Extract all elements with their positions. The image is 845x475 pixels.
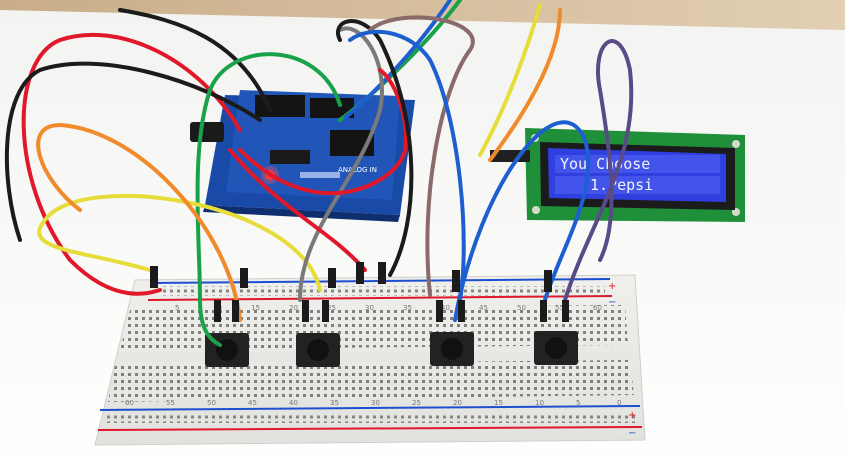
breadboard-bottom-number: 35 — [330, 399, 339, 407]
breadboard-bottom-number: 25 — [412, 399, 421, 407]
wire-blue-2 — [453, 120, 591, 322]
breadboard-bottom-number: 40 — [289, 399, 298, 407]
breadboard-bottom-number: 45 — [248, 399, 257, 407]
breadboard-bottom-number: 50 — [207, 399, 216, 407]
push-button-2 — [296, 333, 340, 367]
wire-red-3 — [228, 148, 367, 272]
usb-port — [190, 122, 224, 142]
jumper-wires — [4, 0, 634, 347]
wire-gray — [298, 26, 384, 302]
breadboard-top-number: 25 — [327, 304, 336, 312]
breadboard-top-number: 15 — [251, 304, 260, 312]
breadboard-top-number: 60 — [593, 304, 602, 312]
lcd-line-2: 1.Pepsi — [590, 176, 653, 194]
wire-black-2 — [118, 8, 272, 112]
breadboard-bottom-number: 5 — [576, 399, 580, 407]
push-button-4 — [534, 331, 578, 365]
breadboard-top-number: 55 — [555, 304, 564, 312]
wire-blue-ribbon — [343, 0, 452, 120]
breadboard-bottom-number: 55 — [166, 399, 175, 407]
breadboard-top-number: 50 — [517, 304, 526, 312]
wire-black — [4, 61, 262, 242]
wire-red-2 — [238, 68, 408, 196]
wire-yellow — [37, 194, 322, 292]
rail-minus-bottom: − — [628, 428, 636, 439]
breadboard-bottom-number: 30 — [371, 399, 380, 407]
breadboard-bottom-number: 0 — [617, 399, 621, 407]
wire-purple — [563, 39, 634, 302]
rail-plus-top: + — [608, 281, 616, 292]
breadboard-top-number: 5 — [175, 304, 179, 312]
lcd-line-1: You Choose — [560, 155, 650, 173]
wire-black-3 — [336, 19, 414, 277]
wire-blue — [348, 29, 466, 302]
push-button-3 — [430, 332, 474, 366]
wire-green — [195, 52, 342, 347]
lcd-screen — [548, 148, 726, 202]
breadboard-bottom-number: 10 — [535, 399, 544, 407]
wire-pins — [150, 262, 569, 322]
shield-label: ANALOG IN — [338, 166, 377, 174]
breadboard-bottom-number: 20 — [453, 399, 462, 407]
wire-orange-2 — [488, 8, 562, 162]
breadboard-top-number: 35 — [403, 304, 412, 312]
breadboard-top-number: 30 — [365, 304, 374, 312]
breadboard-top-number: 45 — [479, 304, 488, 312]
breadboard-bottom-number: 60 — [125, 399, 134, 407]
lcd-module: You Choose 1.Pepsi — [490, 128, 745, 222]
wire-orange — [36, 122, 242, 322]
breadboard-top-number: 40 — [441, 304, 450, 312]
wire-red — [21, 32, 242, 296]
rail-plus-bottom: + — [628, 410, 636, 421]
breadboard-top-number: 20 — [289, 304, 298, 312]
wire-yellow-2 — [478, 3, 542, 157]
rail-minus-top: − — [608, 297, 616, 308]
breadboard-bottom-number: 15 — [494, 399, 503, 407]
wire-brown — [368, 15, 475, 297]
